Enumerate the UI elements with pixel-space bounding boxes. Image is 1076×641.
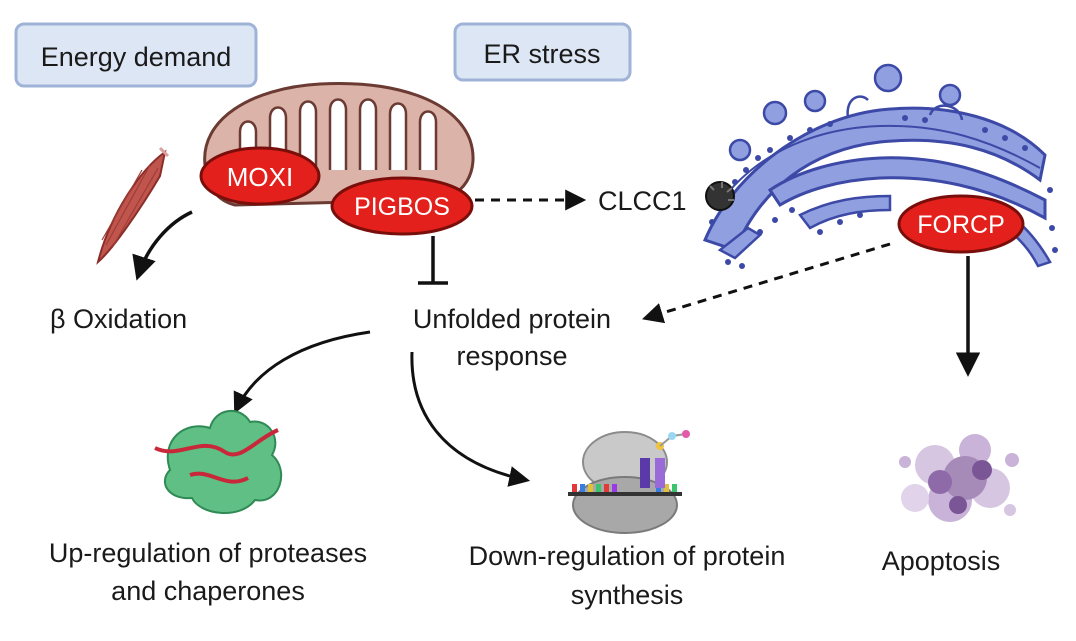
down-regulation-label-line2: synthesis <box>571 580 684 610</box>
ribosome-icon <box>568 430 690 534</box>
upr-label-line2: response <box>456 341 567 371</box>
moxi-label: MOXI <box>227 162 293 192</box>
er-stress-box: ER stress <box>453 22 632 82</box>
arrow-upr-to-synthesis <box>410 351 531 487</box>
chaperone-protein-icon <box>154 409 282 514</box>
forcp-protein: FORCP <box>897 194 1025 254</box>
energy-demand-box: Energy demand <box>14 22 258 88</box>
energy-demand-label: Energy demand <box>41 42 232 72</box>
up-regulation-label-line2: and chaperones <box>111 576 305 606</box>
apoptotic-cell-icon <box>899 434 1019 522</box>
forcp-label: FORCP <box>917 211 1005 239</box>
clcc1-channel: CLCC1 <box>598 181 735 216</box>
pigbos-label: PIGBOS <box>354 193 450 221</box>
inhibition-pigbos-upr <box>418 236 448 285</box>
arrow-upr-to-chaperones <box>233 330 371 414</box>
upr-label-line1: Unfolded protein <box>413 304 611 334</box>
er-stress-label: ER stress <box>483 39 600 69</box>
pigbos-protein: PIGBOS <box>330 176 474 236</box>
arrow-muscle-to-oxidation <box>132 210 193 281</box>
muscle-fiber-icon <box>96 146 170 265</box>
beta-oxidation-label: β Oxidation <box>50 304 187 334</box>
moxi-protein: MOXI <box>199 146 321 206</box>
down-regulation-label-line1: Down-regulation of protein <box>469 541 786 571</box>
arrow-forcp-to-upr <box>641 242 891 324</box>
apoptosis-label: Apoptosis <box>882 546 1001 576</box>
up-regulation-label-line1: Up-regulation of proteases <box>49 538 367 568</box>
clcc1-label: CLCC1 <box>598 186 687 216</box>
